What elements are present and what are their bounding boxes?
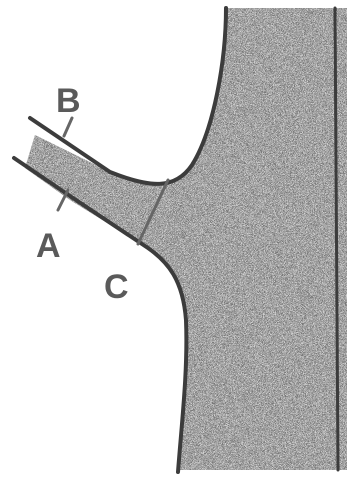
label-c: C — [104, 268, 129, 306]
label-a: A — [36, 227, 61, 265]
cut-marker-b — [64, 118, 72, 136]
label-b: B — [56, 82, 81, 120]
